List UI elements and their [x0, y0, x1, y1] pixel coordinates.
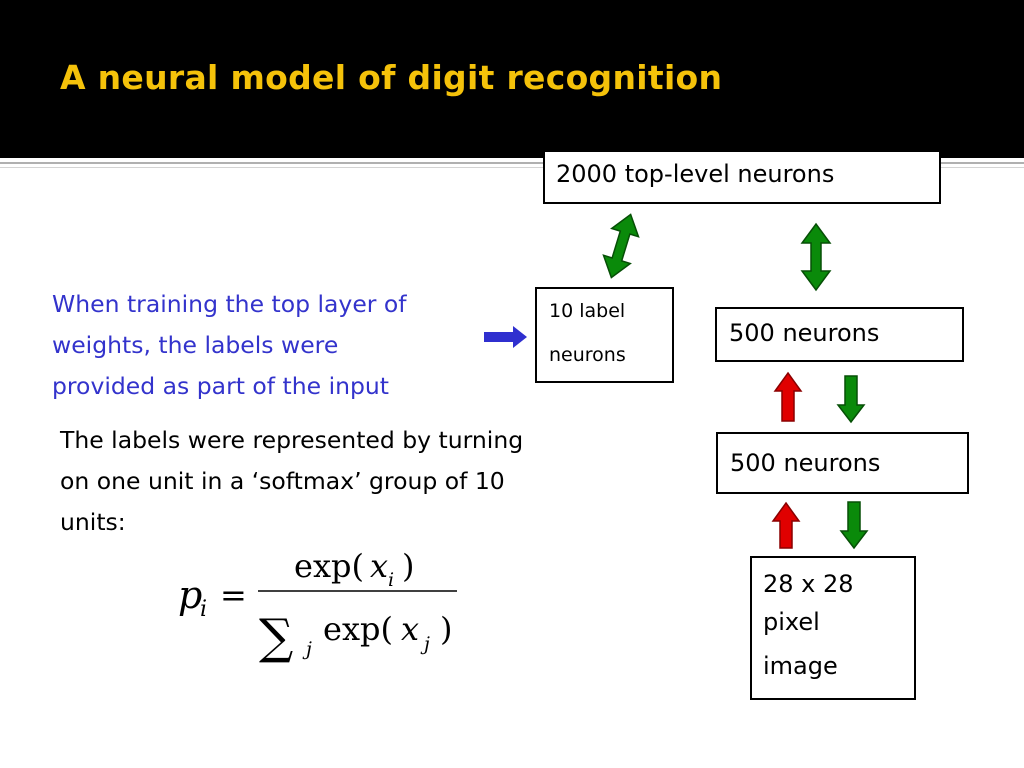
pixel-image-box: 28 x 28 pixel image	[750, 556, 916, 700]
formula-lhs-var: p	[178, 573, 202, 617]
hidden-top-arrow-icon	[800, 222, 832, 292]
softmax-description-line: units:	[60, 508, 126, 536]
formula-den-var: x	[401, 610, 419, 648]
divider-line	[0, 162, 1024, 164]
formula-sum-sub: j	[302, 638, 312, 660]
formula-lhs-sub: i	[200, 597, 207, 622]
hidden-layer-upper-box: 500 neurons	[715, 307, 964, 362]
green-down-arrow-icon	[836, 375, 866, 424]
top-level-neurons-label: 2000 top-level neurons	[556, 160, 835, 188]
softmax-formula: p i = exp( x i ) ∑ j exp( x j )	[178, 547, 457, 665]
formula-den-exp: exp(	[323, 610, 393, 648]
green-down-arrow-icon	[839, 501, 869, 550]
divider-line-thin	[0, 167, 1024, 168]
training-note-line: provided as part of the input	[52, 372, 390, 400]
label-neurons-line2: neurons	[549, 344, 626, 366]
red-up-arrow-icon	[773, 371, 803, 422]
title-bar: A neural model of digit recognition	[0, 0, 1024, 158]
label-neurons-box: 10 label neurons	[535, 287, 674, 383]
red-up-arrow-icon	[771, 501, 801, 549]
softmax-description-line: on one unit in a ‘softmax’ group of 10	[60, 467, 505, 495]
pixel-image-line2: pixel	[763, 608, 820, 636]
blue-right-arrow-icon	[484, 326, 527, 348]
slide-title: A neural model of digit recognition	[60, 58, 723, 97]
pixel-image-line1: 28 x 28	[763, 570, 854, 598]
training-note-line: weights, the labels were	[52, 331, 339, 359]
hidden-layer-lower-label: 500 neurons	[730, 449, 881, 477]
formula-sum-symbol: ∑	[259, 609, 293, 665]
formula-den-close: )	[440, 610, 452, 648]
formula-num-var: x	[370, 547, 388, 585]
softmax-description-line: The labels were represented by turning	[60, 426, 524, 454]
top-level-neurons-box: 2000 top-level neurons	[543, 150, 941, 204]
formula-num-close: )	[402, 547, 414, 585]
formula-den-sub: j	[420, 633, 430, 655]
softmax-description: The labels were represented by turning o…	[60, 420, 620, 543]
formula-equals: =	[220, 576, 247, 614]
hidden-layer-upper-label: 500 neurons	[729, 319, 880, 347]
formula-num-sub: i	[388, 569, 394, 591]
training-note-line: When training the top layer of	[52, 290, 407, 318]
label-top-arrow-icon	[602, 213, 640, 279]
label-neurons-line1: 10 label	[549, 300, 626, 322]
pixel-image-line3: image	[763, 652, 838, 680]
hidden-layer-lower-box: 500 neurons	[716, 432, 969, 494]
formula-num-exp: exp(	[294, 547, 364, 585]
training-note: When training the top layer of weights, …	[52, 284, 492, 407]
